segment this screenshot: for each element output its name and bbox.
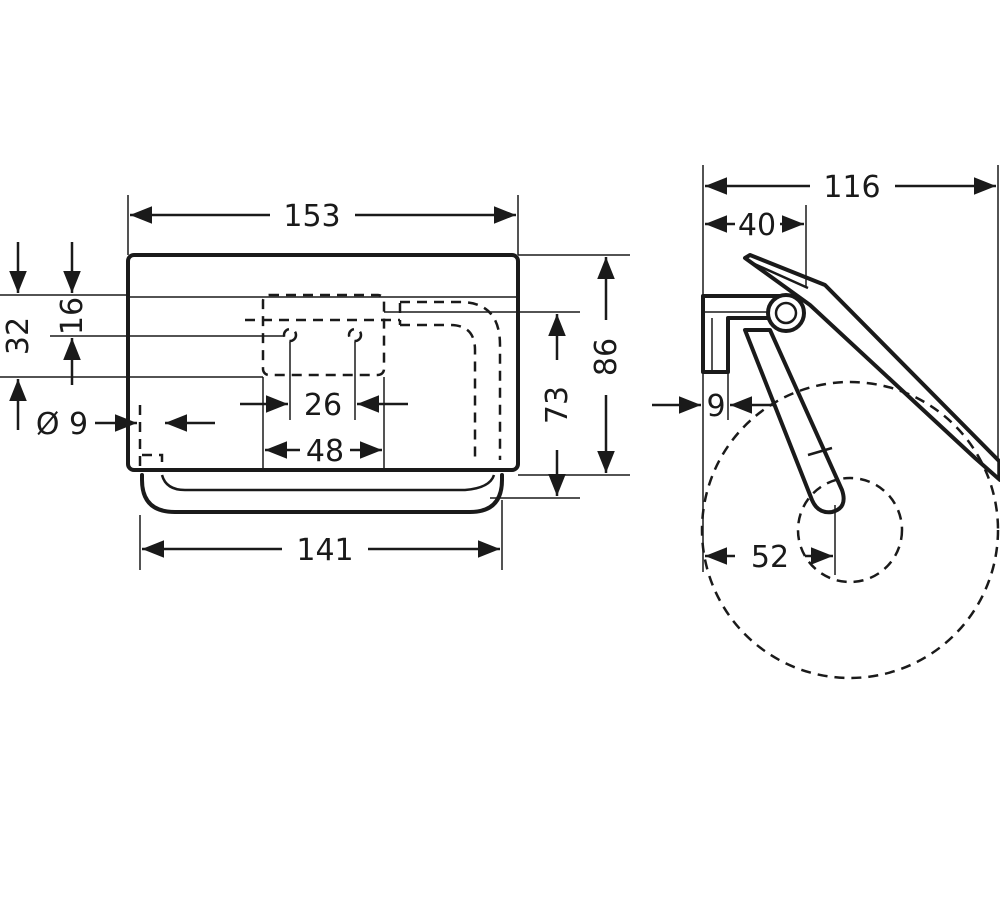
holder-arm xyxy=(743,328,846,515)
mounting-plate-hidden xyxy=(261,293,386,377)
side-view: 116 40 9 52 xyxy=(652,165,1000,680)
cover-angled xyxy=(743,253,1000,482)
dim-153: 153 xyxy=(283,199,340,234)
pivot-inner xyxy=(774,301,798,325)
dim-9-side: 9 xyxy=(706,389,725,424)
dim-52: 52 xyxy=(751,540,789,575)
dim-40: 40 xyxy=(738,208,776,243)
dim-32: 32 xyxy=(1,317,36,355)
holder-arm-hidden xyxy=(400,300,502,460)
left-end-hidden xyxy=(138,405,164,468)
cover-body xyxy=(126,253,520,472)
dim-141: 141 xyxy=(296,533,353,568)
dim-86: 86 xyxy=(589,338,624,376)
roll-core-hidden xyxy=(796,476,904,584)
dim-48: 48 xyxy=(306,434,344,469)
screw-hole-right xyxy=(347,327,363,343)
dim-diameter-9: Ø 9 xyxy=(36,407,88,442)
screw-hole-left xyxy=(282,327,298,343)
front-view: 153 32 16 26 48 Ø 9 141 xyxy=(0,195,630,570)
holder-bar-inner xyxy=(160,474,496,492)
dim-73: 73 xyxy=(540,386,575,424)
dim-16: 16 xyxy=(55,297,90,335)
holder-arm-inner-hidden xyxy=(400,323,477,460)
dim-116: 116 xyxy=(823,170,880,205)
holder-bar xyxy=(140,473,504,514)
pivot-outer xyxy=(766,293,806,333)
dim-26: 26 xyxy=(304,388,342,423)
paper-roll-hidden xyxy=(700,380,1000,680)
